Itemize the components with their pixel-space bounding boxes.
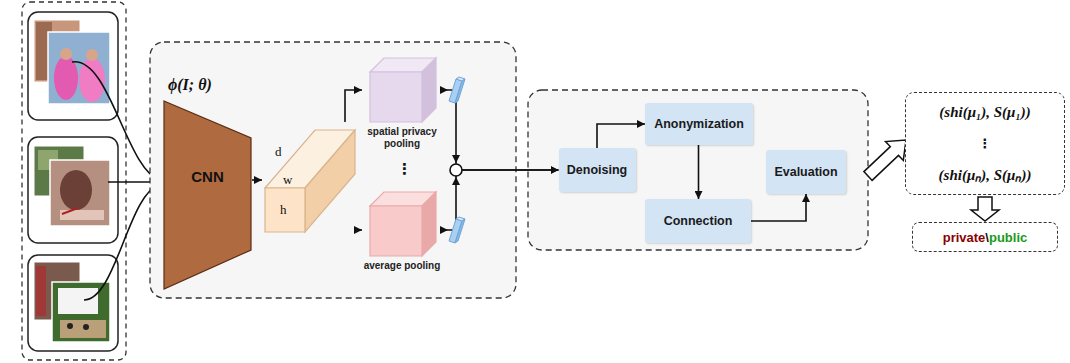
flow-arrow (698, 145, 700, 199)
photo (50, 160, 110, 226)
flow-arrow (751, 194, 806, 221)
shape-face (422, 192, 436, 256)
process-box: Denoising (559, 148, 636, 192)
photo-detail (86, 49, 98, 61)
image-frame (28, 137, 118, 243)
node-text: Denoising (567, 163, 627, 177)
photo (48, 32, 110, 104)
flow-arrow (442, 90, 559, 170)
flow-arrow (358, 229, 362, 231)
node-text: CNN (163, 168, 252, 185)
photo-detail (60, 170, 92, 210)
node-text: private (943, 230, 986, 245)
cnn-block: CNN (163, 100, 252, 290)
photo-detail (58, 288, 98, 314)
process-box: Connection (645, 199, 751, 243)
image-frame (28, 255, 118, 351)
arrow-head (440, 226, 448, 234)
shape-face (370, 72, 422, 122)
flow-arrow (597, 124, 645, 148)
node-shape (262, 122, 358, 236)
node-text: average pooling (352, 260, 452, 272)
node-text: w (283, 172, 292, 187)
hollow-arrow (864, 140, 906, 180)
photo-detail (60, 320, 106, 338)
input-arrow (72, 62, 160, 180)
shape-face (164, 101, 251, 289)
feature-vector (455, 79, 465, 103)
flow-arrow (345, 90, 362, 122)
feature-map: dwh (262, 122, 358, 236)
node-text: \ (985, 230, 989, 245)
process-box: Evaluation (766, 150, 846, 194)
node-text: Evaluation (774, 165, 837, 179)
process-region (528, 90, 868, 250)
shape-face (305, 130, 355, 232)
arrow-head (452, 155, 460, 163)
photo-detail (60, 48, 72, 60)
photo-detail (54, 56, 78, 100)
process-box: Anonymization (645, 103, 753, 145)
shape-face (265, 188, 305, 232)
result-box: private\public (912, 222, 1058, 252)
node-shape (362, 56, 442, 152)
node-text: ⋮ (979, 136, 992, 152)
image-frame (28, 12, 118, 120)
flow-arrow (252, 179, 262, 181)
node-text: Connection (664, 214, 733, 228)
pooling-block: spatial privacy pooling (362, 56, 442, 152)
feature-vector (455, 219, 465, 243)
shape-face (370, 206, 422, 256)
photo-detail (36, 266, 46, 316)
hollow-arrow (971, 197, 999, 221)
node-text: public (989, 230, 1027, 245)
ellipsis: ⋮ (397, 160, 412, 178)
photo-detail (83, 324, 89, 330)
node-shape (163, 100, 252, 290)
pooling-block: average pooling (362, 190, 442, 282)
photo (52, 282, 110, 342)
output-box: (shi(μ₁), S(μ₁)) ⋮ (shi(μₙ), S(μₙ)) (905, 92, 1065, 195)
node-text: (shi(μₙ), S(μₙ)) (939, 166, 1032, 184)
node-text: d (275, 144, 282, 159)
photo-detail (62, 208, 78, 214)
fusion-circle (450, 164, 462, 176)
node-text: (shi(μ₁), S(μ₁)) (939, 103, 1030, 121)
arrow-head (452, 177, 460, 185)
node-text: spatial privacy pooling (352, 126, 452, 150)
photo-detail (79, 58, 105, 102)
feature-region (150, 42, 516, 298)
node-text: h (280, 202, 287, 217)
photo-detail (67, 323, 73, 329)
arrow-head (440, 86, 448, 94)
input-group (22, 2, 126, 360)
shape-face (422, 58, 436, 122)
function-label: ϕ(I; θ) (168, 76, 212, 94)
node-text: Anonymization (654, 117, 744, 131)
input-arrow (84, 184, 160, 300)
